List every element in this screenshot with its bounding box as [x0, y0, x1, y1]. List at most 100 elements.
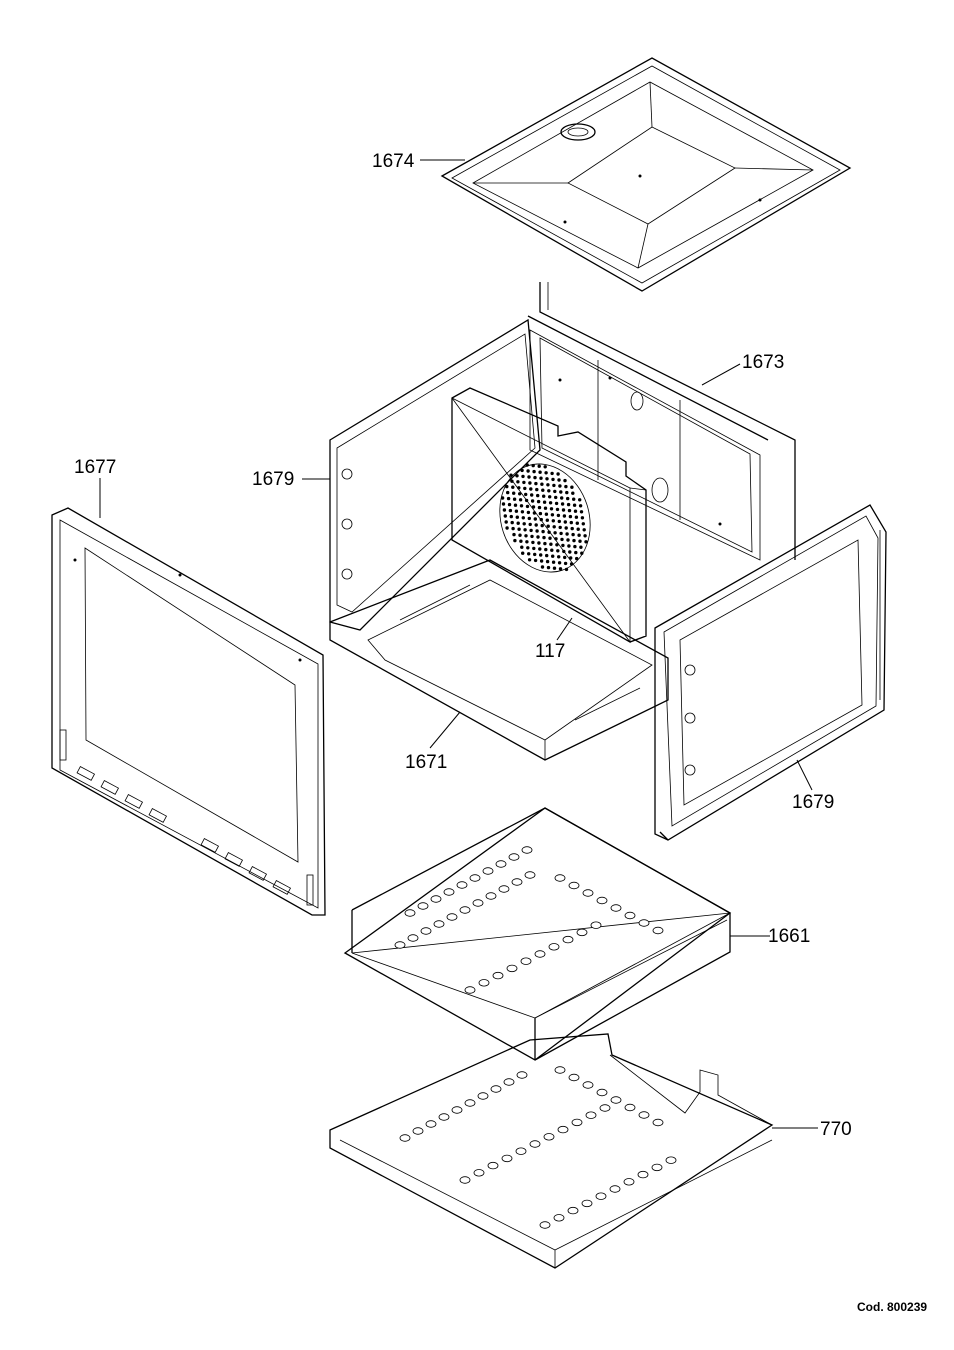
fan-hole: [577, 528, 580, 531]
fan-hole: [532, 470, 535, 473]
fan-hole: [536, 494, 539, 497]
fan-hole: [583, 534, 586, 537]
fan-hole: [503, 508, 506, 511]
fan-hole: [511, 486, 514, 489]
fan-hole: [553, 567, 556, 570]
fan-hole: [575, 516, 578, 519]
fan-hole: [546, 483, 549, 486]
fan-hole: [571, 533, 574, 536]
fan-hole: [580, 510, 583, 513]
label-1677: 1677: [74, 457, 116, 478]
fan-hole: [579, 504, 582, 507]
fan-hole: [555, 543, 558, 546]
fan-hole: [578, 498, 581, 501]
tray-hole: [496, 861, 506, 868]
fan-hole: [553, 531, 556, 534]
tray-hole: [483, 868, 493, 875]
fan-hole: [557, 555, 560, 558]
fan-hole: [541, 530, 544, 533]
tray-hole: [509, 854, 519, 861]
fan-hole: [570, 486, 573, 489]
fan-hole: [540, 483, 543, 486]
cover-hole: [426, 1121, 436, 1128]
cover-hole: [460, 1177, 470, 1184]
fan-hole: [550, 472, 553, 475]
fan-hole: [558, 484, 561, 487]
fan-hole: [552, 519, 555, 522]
fan-hole: [565, 526, 568, 529]
top-panel-drawing: [442, 58, 850, 291]
fan-hole: [574, 510, 577, 513]
fan-hole: [509, 509, 512, 512]
label-1661: 1661: [768, 926, 810, 947]
right-side-panel-drawing: [655, 505, 886, 840]
fan-hole: [523, 528, 526, 531]
fan-hole: [545, 554, 548, 557]
fan-hole: [527, 511, 530, 514]
fan-hole: [556, 508, 559, 511]
fan-hole: [520, 504, 523, 507]
tray-hole: [479, 980, 489, 987]
cover-hole: [400, 1135, 410, 1142]
fan-hole: [505, 526, 508, 529]
tray-hole: [512, 879, 522, 886]
fan-hole: [552, 561, 555, 564]
fan-hole: [510, 480, 513, 483]
tray-hole: [444, 889, 454, 896]
tray-hole: [431, 896, 441, 903]
fan-hole: [548, 537, 551, 540]
fan-hole: [538, 471, 541, 474]
fan-hole: [519, 540, 522, 543]
tray-perforation: [395, 847, 663, 994]
tray-hole: [577, 929, 587, 936]
tray-hole: [639, 920, 649, 927]
cover-perforation: [400, 1067, 676, 1229]
fan-hole: [526, 505, 529, 508]
fan-hole: [518, 492, 521, 495]
fan-hole: [501, 496, 504, 499]
fan-hole: [544, 465, 547, 468]
cover-hole: [478, 1093, 488, 1100]
fan-hole: [527, 552, 530, 555]
fan-hole: [563, 556, 566, 559]
tray-hole: [493, 972, 503, 979]
fan-hole: [517, 528, 520, 531]
fan-hole: [530, 535, 533, 538]
fan-hole: [555, 502, 558, 505]
tray-hole: [507, 965, 517, 972]
fan-hole: [535, 523, 538, 526]
fan-hole: [557, 478, 560, 481]
fan-hole: [538, 547, 541, 550]
fan-hole: [507, 497, 510, 500]
fan-hole: [550, 507, 553, 510]
fan-hole: [516, 516, 519, 519]
cover-hole: [530, 1141, 540, 1148]
tray-hole: [473, 900, 483, 907]
cover-hole: [600, 1105, 610, 1112]
fan-hole: [572, 539, 575, 542]
fan-hole: [566, 538, 569, 541]
fan-hole: [541, 489, 544, 492]
fan-hole: [522, 516, 525, 519]
fan-hole: [519, 498, 522, 501]
cover-hole: [517, 1072, 527, 1079]
fan-hole: [551, 478, 554, 481]
fan-hole: [539, 512, 542, 515]
fan-hole: [565, 491, 568, 494]
fan-hole: [537, 541, 540, 544]
fan-hole: [554, 496, 557, 499]
tray-hole: [521, 958, 531, 965]
fan-hole: [573, 504, 576, 507]
tray-hole: [583, 890, 593, 897]
tray-hole: [421, 928, 431, 935]
fan-hole: [550, 549, 553, 552]
fan-hole: [549, 501, 552, 504]
fan-hole: [547, 489, 550, 492]
fan-hole: [533, 511, 536, 514]
cover-hole: [597, 1089, 607, 1096]
fan-hole: [582, 522, 585, 525]
fan-hole: [553, 490, 556, 493]
tray-hole: [653, 927, 663, 934]
fan-hole: [540, 518, 543, 521]
cover-hole: [666, 1157, 676, 1164]
